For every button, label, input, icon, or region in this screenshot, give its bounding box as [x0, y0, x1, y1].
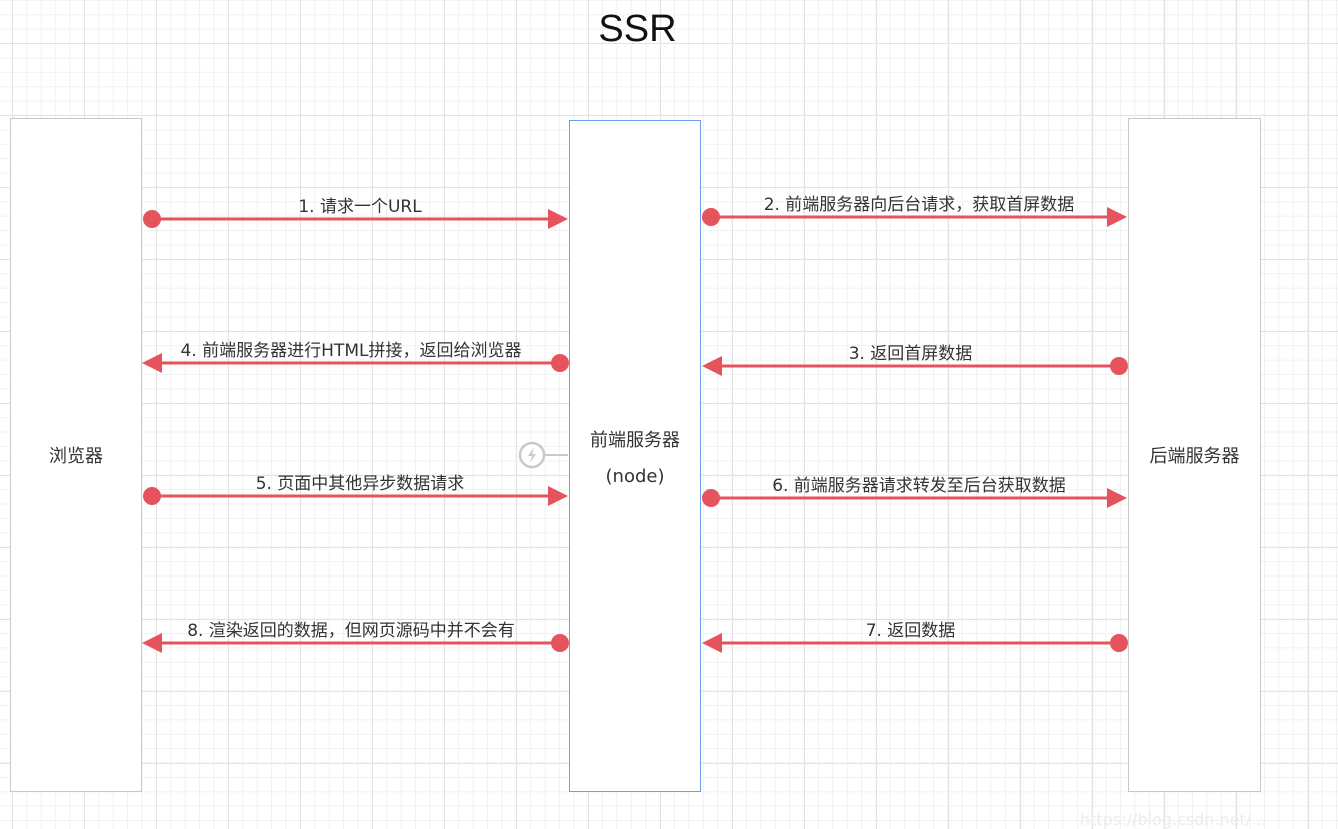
watermark: https://blog.csdn.net/...	[1080, 810, 1267, 829]
arrow-step-5[interactable]	[143, 486, 568, 506]
arrow-start-dot	[702, 489, 720, 507]
arrow-start-dot	[143, 210, 161, 228]
arrow-head-icon	[142, 353, 162, 373]
step-label-4: 4. 前端服务器进行HTML拼接，返回给浏览器	[180, 341, 522, 361]
arrow-head-icon	[702, 633, 722, 653]
backend-server-label: 后端服务器	[1149, 446, 1240, 467]
arrow-start-dot	[551, 354, 569, 372]
arrow-step-7[interactable]	[702, 633, 1128, 653]
connection-point-icon[interactable]	[518, 441, 568, 469]
backend-server-node[interactable]: 后端服务器	[1128, 118, 1261, 792]
arrow-step-8[interactable]	[142, 633, 569, 653]
step-label-3: 3. 返回首屏数据	[848, 344, 973, 364]
arrow-step-4[interactable]	[142, 353, 569, 373]
frontend-server-sublabel: (node)	[605, 465, 665, 487]
arrow-head-icon	[548, 486, 568, 506]
arrow-head-icon	[1107, 207, 1127, 227]
arrow-start-dot	[702, 208, 720, 226]
arrow-step-2[interactable]	[702, 207, 1127, 227]
arrow-step-6[interactable]	[702, 488, 1127, 508]
step-label-1: 1. 请求一个URL	[298, 197, 422, 217]
step-label-8: 8. 渲染返回的数据，但网页源码中并不会有	[187, 621, 515, 641]
arrow-step-1[interactable]	[143, 209, 568, 229]
arrow-head-icon	[548, 209, 568, 229]
frontend-server-node[interactable]: 前端服务器 (node)	[569, 120, 701, 792]
step-label-6: 6. 前端服务器请求转发至后台获取数据	[772, 476, 1066, 496]
step-label-7: 7. 返回数据	[865, 621, 956, 641]
arrow-start-dot	[143, 487, 161, 505]
arrow-step-3[interactable]	[702, 356, 1128, 376]
browser-node[interactable]: 浏览器	[10, 118, 142, 792]
arrow-start-dot	[551, 634, 569, 652]
arrow-start-dot	[1110, 634, 1128, 652]
step-label-5: 5. 页面中其他异步数据请求	[255, 474, 465, 494]
arrow-head-icon	[702, 356, 722, 376]
frontend-server-label: 前端服务器	[590, 429, 680, 451]
browser-node-label: 浏览器	[49, 446, 103, 467]
arrow-head-icon	[1107, 488, 1127, 508]
step-label-2: 2. 前端服务器向后台请求，获取首屏数据	[763, 195, 1075, 215]
diagram-title: SSR	[598, 8, 677, 50]
arrow-head-icon	[142, 633, 162, 653]
arrow-start-dot	[1110, 357, 1128, 375]
